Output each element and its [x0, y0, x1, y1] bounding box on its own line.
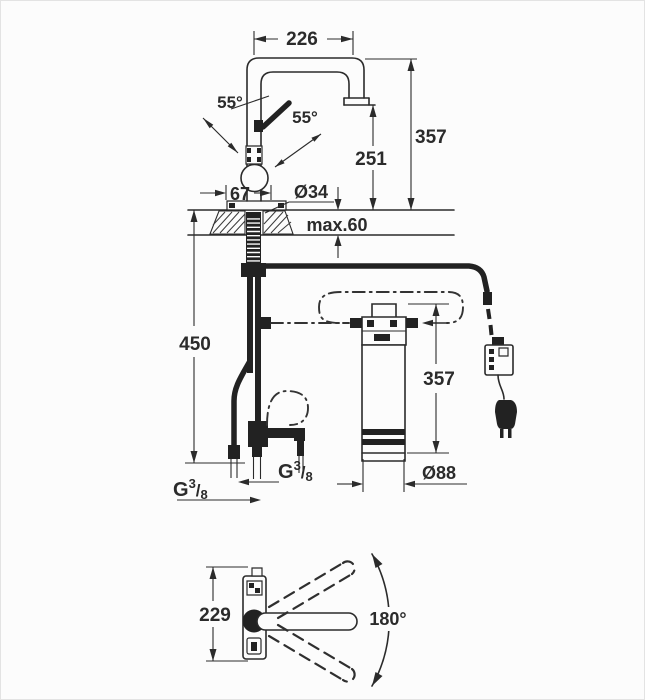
dim-label-total-height: 357 [415, 127, 447, 148]
cartridge-joint [246, 146, 262, 164]
dim-swivel-range: 180° [363, 554, 413, 686]
dim-hose-length: 450 [179, 210, 245, 463]
dim-thread-right: G3/8 [238, 458, 313, 486]
faucet-body [227, 58, 375, 210]
dim-body-diameter: Ø34 [265, 182, 334, 213]
below-deck-plumbing [228, 212, 463, 479]
spout-outer [247, 58, 364, 201]
front-view [188, 58, 517, 479]
spout-inner [261, 72, 349, 201]
dim-label-body-diameter: Ø34 [294, 182, 328, 202]
mounting-nut [241, 263, 266, 277]
dim-label-body-depth: 229 [199, 605, 231, 626]
dim-label-lever-angle-left: 55° [217, 93, 243, 112]
dim-thread-left: G3/8 [173, 476, 261, 504]
lever-mount [254, 120, 263, 132]
dim-label-swivel-range: 180° [369, 609, 406, 629]
power-plug [495, 400, 517, 429]
dim-filter-height: 357 [407, 304, 455, 453]
dim-counter-thickness: max.60 [306, 187, 368, 258]
dim-label-spout-reach: 226 [286, 29, 318, 50]
front-view-dimensions: 226 55° 55° 357 [173, 29, 467, 504]
dim-spout-reach: 226 [254, 29, 353, 55]
threaded-shank [246, 212, 261, 264]
power-assembly [264, 266, 517, 438]
filter-inlet [350, 318, 362, 328]
swivel-ball [241, 165, 268, 192]
filter-outlet [406, 318, 418, 328]
dim-lever-offset: 67 [200, 184, 271, 204]
dim-label-lever-offset: 67 [230, 184, 250, 204]
power-cable [264, 266, 487, 291]
dim-label-filter-height: 357 [423, 369, 455, 390]
filter-hose-loop [319, 292, 463, 323]
dim-label-hose-length: 450 [179, 334, 211, 355]
thread-label-left: G3/8 [173, 476, 208, 502]
filter-unit [350, 304, 418, 461]
dim-lever-angle-left: 55° [203, 93, 243, 153]
thread-label-right: G3/8 [278, 458, 313, 484]
base-flange [227, 201, 286, 210]
dim-outlet-height: 251 [355, 105, 387, 210]
dim-label-filter-diameter: Ø88 [422, 463, 456, 483]
dim-label-outlet-height: 251 [355, 149, 387, 170]
lever-handle [263, 103, 289, 127]
dim-lever-angle-right: 55° [275, 108, 321, 167]
top-view: 180° 229 [199, 554, 413, 686]
filter-cap [372, 304, 396, 318]
dim-label-counter-thickness: max.60 [306, 215, 367, 235]
tee-fitting [248, 421, 268, 447]
coiled-hose [267, 391, 308, 425]
supply-hose-left [234, 361, 250, 447]
dim-label-lever-angle-right: 55° [292, 108, 318, 127]
top-view-nub [252, 568, 262, 576]
cable-connector [483, 292, 492, 305]
dim-filter-diameter: Ø88 [337, 459, 467, 492]
top-view-swivel-positions [269, 561, 355, 681]
dim-body-depth: 229 [199, 567, 248, 661]
control-box-button [499, 348, 508, 356]
top-view-spout [257, 613, 357, 630]
dim-total-height: 357 [365, 59, 447, 210]
spout-outlet [344, 98, 375, 105]
